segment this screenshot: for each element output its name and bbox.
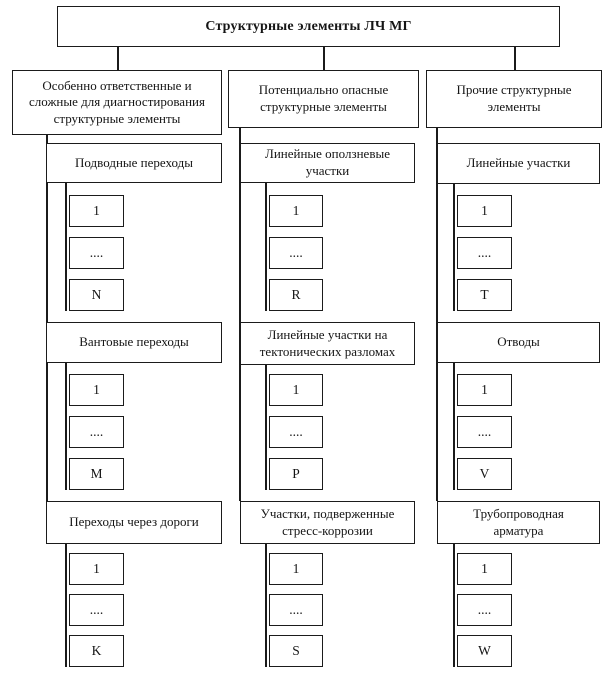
item-box: 1 <box>69 195 124 227</box>
root-node: Структурные элементы ЛЧ МГ <box>57 6 560 47</box>
section-header: Вантовые переходы <box>46 322 222 363</box>
item-box: .... <box>457 416 512 448</box>
section-spine <box>65 544 67 667</box>
item-box: M <box>69 458 124 490</box>
column-1-header: Особенно ответственные и сложные для диа… <box>12 70 222 135</box>
section-header: Подводные переходы <box>46 143 222 183</box>
section-header: Отводы <box>437 322 600 363</box>
item-box: 1 <box>69 553 124 585</box>
item-box: .... <box>69 416 124 448</box>
section-header: Линейные участки на тектонических разлом… <box>240 322 415 365</box>
item-box: W <box>457 635 512 667</box>
item-box: .... <box>269 594 323 626</box>
item-box: T <box>457 279 512 311</box>
item-box: 1 <box>269 195 323 227</box>
column-3-header: Прочие структурные элементы <box>426 70 602 128</box>
section-spine <box>265 544 267 667</box>
item-box: 1 <box>269 553 323 585</box>
section-spine <box>453 544 455 667</box>
item-box: .... <box>69 237 124 269</box>
column-3-spine <box>436 128 438 501</box>
item-box: 1 <box>269 374 323 406</box>
section-spine <box>453 363 455 490</box>
item-box: .... <box>457 237 512 269</box>
section-spine <box>265 365 267 490</box>
root-drop-line-2 <box>323 47 325 70</box>
item-box: .... <box>69 594 124 626</box>
section-spine <box>453 184 455 311</box>
item-box: 1 <box>457 195 512 227</box>
column-2-spine <box>239 128 241 501</box>
section-spine <box>65 183 67 311</box>
column-2-header: Потенциально опасные структурные элемент… <box>228 70 419 128</box>
section-header: Трубопроводная арматура <box>437 501 600 544</box>
item-box: 1 <box>457 374 512 406</box>
section-header: Линейные участки <box>437 143 600 184</box>
item-box: .... <box>457 594 512 626</box>
root-drop-line-1 <box>117 47 119 70</box>
item-box: 1 <box>457 553 512 585</box>
section-header: Переходы через дороги <box>46 501 222 544</box>
column-1-spine <box>46 135 48 501</box>
item-box: 1 <box>69 374 124 406</box>
item-box: V <box>457 458 512 490</box>
item-box: P <box>269 458 323 490</box>
item-box: S <box>269 635 323 667</box>
item-box: .... <box>269 237 323 269</box>
section-spine <box>65 363 67 490</box>
item-box: K <box>69 635 124 667</box>
item-box: R <box>269 279 323 311</box>
section-header: Участки, подверженные стресс-коррозии <box>240 501 415 544</box>
item-box: N <box>69 279 124 311</box>
item-box: .... <box>269 416 323 448</box>
section-spine <box>265 183 267 311</box>
root-drop-line-3 <box>514 47 516 70</box>
section-header: Линейные оползневые участки <box>240 143 415 183</box>
